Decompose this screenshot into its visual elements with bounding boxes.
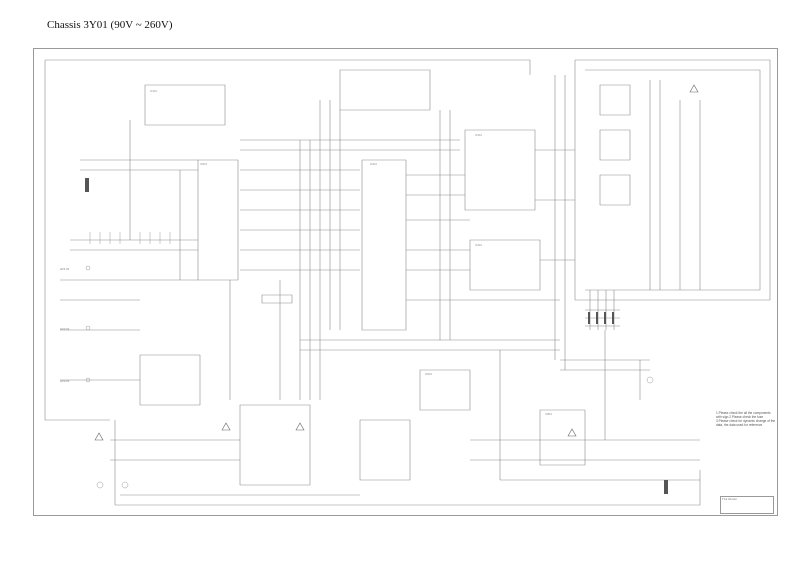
ic-tuner [145,85,225,125]
connector-bottom-right [664,480,668,494]
ic-left-main [198,160,238,280]
ic-top-connector [340,70,430,110]
svg-text:IC801: IC801 [545,412,552,416]
ic-right-upper [465,130,535,210]
input-label-1: AV1 IN [60,267,69,271]
ic-right-mid [470,240,540,290]
ic-power-supply [240,405,310,485]
svg-text:IC301: IC301 [475,133,482,137]
wire-bus-right-inner [585,70,760,290]
ic-right-panel-b [600,130,630,160]
wire-bus-top-2 [45,60,530,75]
warning-icon [222,423,230,430]
svg-text:IC501: IC501 [200,162,207,166]
ic-center-main [362,160,406,330]
ic-bottom-center [420,370,470,410]
input-label-3: AV3 IN [60,379,69,383]
ic-right-panel-c [600,175,630,205]
title-block: TCL.tcl.com [720,496,774,514]
ic-power-right [540,410,585,465]
schematic-sheet-border [33,48,778,516]
warning-icon [568,429,576,436]
svg-text:IC401: IC401 [475,243,482,247]
ic-lower-left [140,355,200,405]
wire-bus-right [575,60,770,300]
svg-text:IC601: IC601 [425,372,432,376]
connector-left [85,178,89,192]
ic-flyback [360,420,410,480]
warning-icon [95,433,103,440]
warning-icon [296,423,304,430]
wire-bus-bottom [115,470,700,505]
ic-right-panel-a [600,85,630,115]
ic-small-resistor-array [262,295,292,303]
input-label-2: AV2 IN [60,327,69,331]
warning-icon [690,85,698,92]
svg-text:IC101: IC101 [150,89,157,93]
svg-text:IC201: IC201 [370,162,377,166]
warning-note: 1.Please check the all the components wi… [716,411,776,428]
wire-bus-top [45,60,110,420]
page-title: Chassis 3Y01 (90V ~ 260V) [47,19,173,31]
